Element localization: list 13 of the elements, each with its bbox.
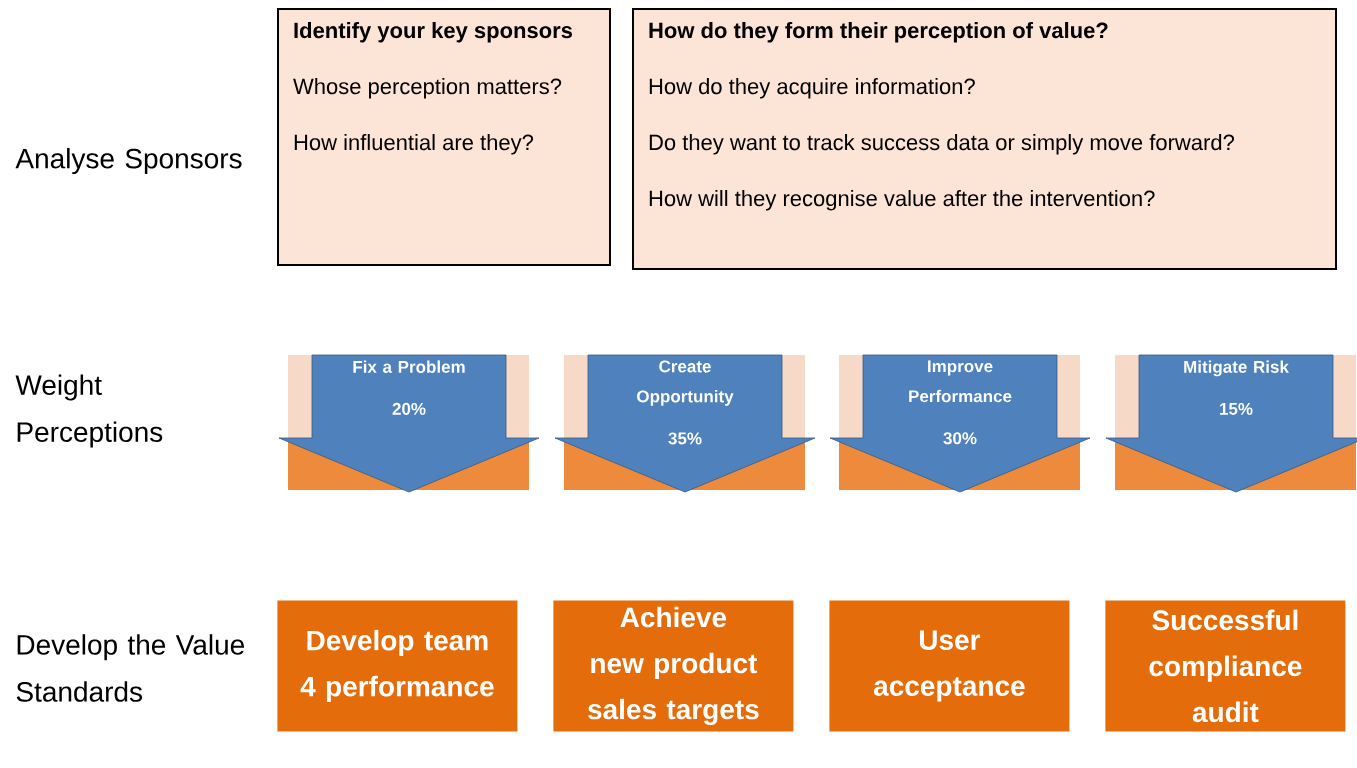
standard-box: Successful compliance audit (1105, 600, 1346, 732)
arrow-shaped-box: Mitigate Risk 15% (1105, 354, 1357, 493)
standard-box: Achieve new product sales targets (553, 600, 794, 732)
row-label: Analyse Sponsors (15, 147, 242, 175)
question-box: Identify your key sponsors Whose perception matters? How influential are they? (277, 8, 611, 266)
row-label: Develop the Value Standards (16, 634, 244, 702)
standard-box: Develop team 4 performance (277, 600, 518, 732)
arrow-shaped-box: Create Opportunity 35% (554, 354, 816, 493)
standard-box: User acceptance (829, 600, 1070, 732)
row-label: Weight Perceptions (15, 374, 163, 448)
arrow-shaped-box: Improve Performance 30% (829, 354, 1091, 493)
arrow-shaped-box: Fix a Problem 20% (278, 354, 540, 493)
question-box: How do they form their perception of value? How do they acquire information? Do they want to track success data or simply move forward? How will they recognise value after the intervention? (632, 8, 1337, 270)
